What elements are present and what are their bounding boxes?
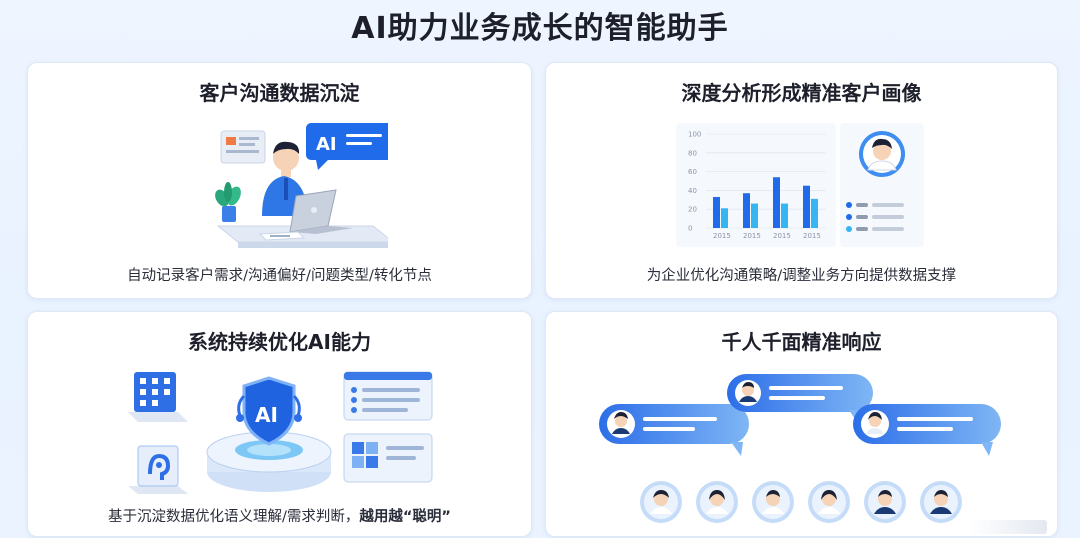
- bar: [811, 198, 818, 228]
- x-tick-label: 2015: [803, 232, 821, 240]
- card-title: 客户沟通数据沉淀: [199, 81, 360, 105]
- ai-shield-icon: AI: [236, 376, 302, 446]
- card-description: 为企业优化沟通策略/调整业务方向提供数据支撑: [646, 268, 957, 284]
- card-description: 基于沉淀数据优化语义理解/需求判断，越用越“聪明”: [28, 505, 531, 526]
- card-personalized-response: 千人千面精准响应: [545, 311, 1058, 537]
- analytics-illustration: 100 80 60 40 20 0 2015 2015 2015 2015: [676, 120, 926, 250]
- y-tick-label: 0: [688, 225, 692, 233]
- ai-chat-bubble: AI: [306, 123, 398, 170]
- ai-platform-illustration: AI: [124, 364, 434, 494]
- card-customer-profile: 深度分析形成精准客户画像 100 80 60 40 20 0 2015 2015 2015 201…: [545, 62, 1058, 299]
- grid-app-icon: [128, 372, 188, 422]
- person-laptop-illustration: AI: [178, 118, 398, 248]
- x-tick-label: 2015: [743, 232, 761, 240]
- avatar: [864, 481, 906, 523]
- avatar: [920, 481, 962, 523]
- bar-chart: 100 80 60 40 20 0 2015 2015 2015 2015: [688, 131, 826, 240]
- ai-bubble-text: AI: [316, 134, 337, 155]
- shield-text: AI: [255, 403, 278, 427]
- ear-sensor-icon: [128, 445, 188, 494]
- y-tick-label: 100: [688, 131, 701, 139]
- desc-highlight: 越用越“聪明”: [359, 509, 451, 525]
- bar: [803, 185, 810, 228]
- profile-avatar: [859, 131, 905, 177]
- card-title: 深度分析形成精准客户画像: [681, 81, 922, 105]
- ai-platform-base: [206, 431, 332, 492]
- chat-bubble-middle: [727, 374, 873, 422]
- window-panel-icon: [343, 433, 433, 483]
- x-tick-label: 2015: [773, 232, 791, 240]
- card-description: 自动记录客户需求/沟通偏好/问题类型/转化节点: [127, 268, 432, 284]
- x-tick-label: 2015: [713, 232, 731, 240]
- avatar-row: [640, 481, 962, 523]
- bar: [721, 208, 728, 228]
- card-title: 系统持续优化AI能力: [188, 330, 371, 354]
- y-tick-label: 20: [688, 206, 697, 214]
- chat-avatars-illustration: [591, 364, 1011, 534]
- document-panel-icon: [220, 130, 266, 164]
- plant-icon: [215, 182, 241, 222]
- bar: [781, 203, 788, 228]
- profile-attributes: [846, 202, 904, 232]
- y-tick-label: 40: [688, 187, 697, 195]
- bar: [751, 203, 758, 228]
- watermark: [969, 520, 1047, 534]
- avatar: [696, 481, 738, 523]
- list-panel-icon: [343, 371, 433, 421]
- avatar: [752, 481, 794, 523]
- y-tick-label: 80: [688, 149, 697, 157]
- chat-bubble-right: [853, 404, 1001, 456]
- laptop-icon: [289, 189, 353, 234]
- avatar: [640, 481, 682, 523]
- bar: [773, 177, 780, 228]
- desc-main: 基于沉淀数据优化语义理解/需求判断，: [108, 509, 360, 525]
- bar: [743, 193, 750, 228]
- card-title: 千人千面精准响应: [721, 330, 882, 354]
- page-title: AI助力业务成长的智能助手: [351, 11, 729, 46]
- card-customer-data: 客户沟通数据沉淀 AI: [27, 62, 532, 299]
- card-ai-optimization: 系统持续优化AI能力: [27, 311, 532, 537]
- avatar: [808, 481, 850, 523]
- chat-bubble-left: [599, 404, 749, 456]
- y-tick-label: 60: [688, 168, 697, 176]
- bar: [713, 196, 720, 228]
